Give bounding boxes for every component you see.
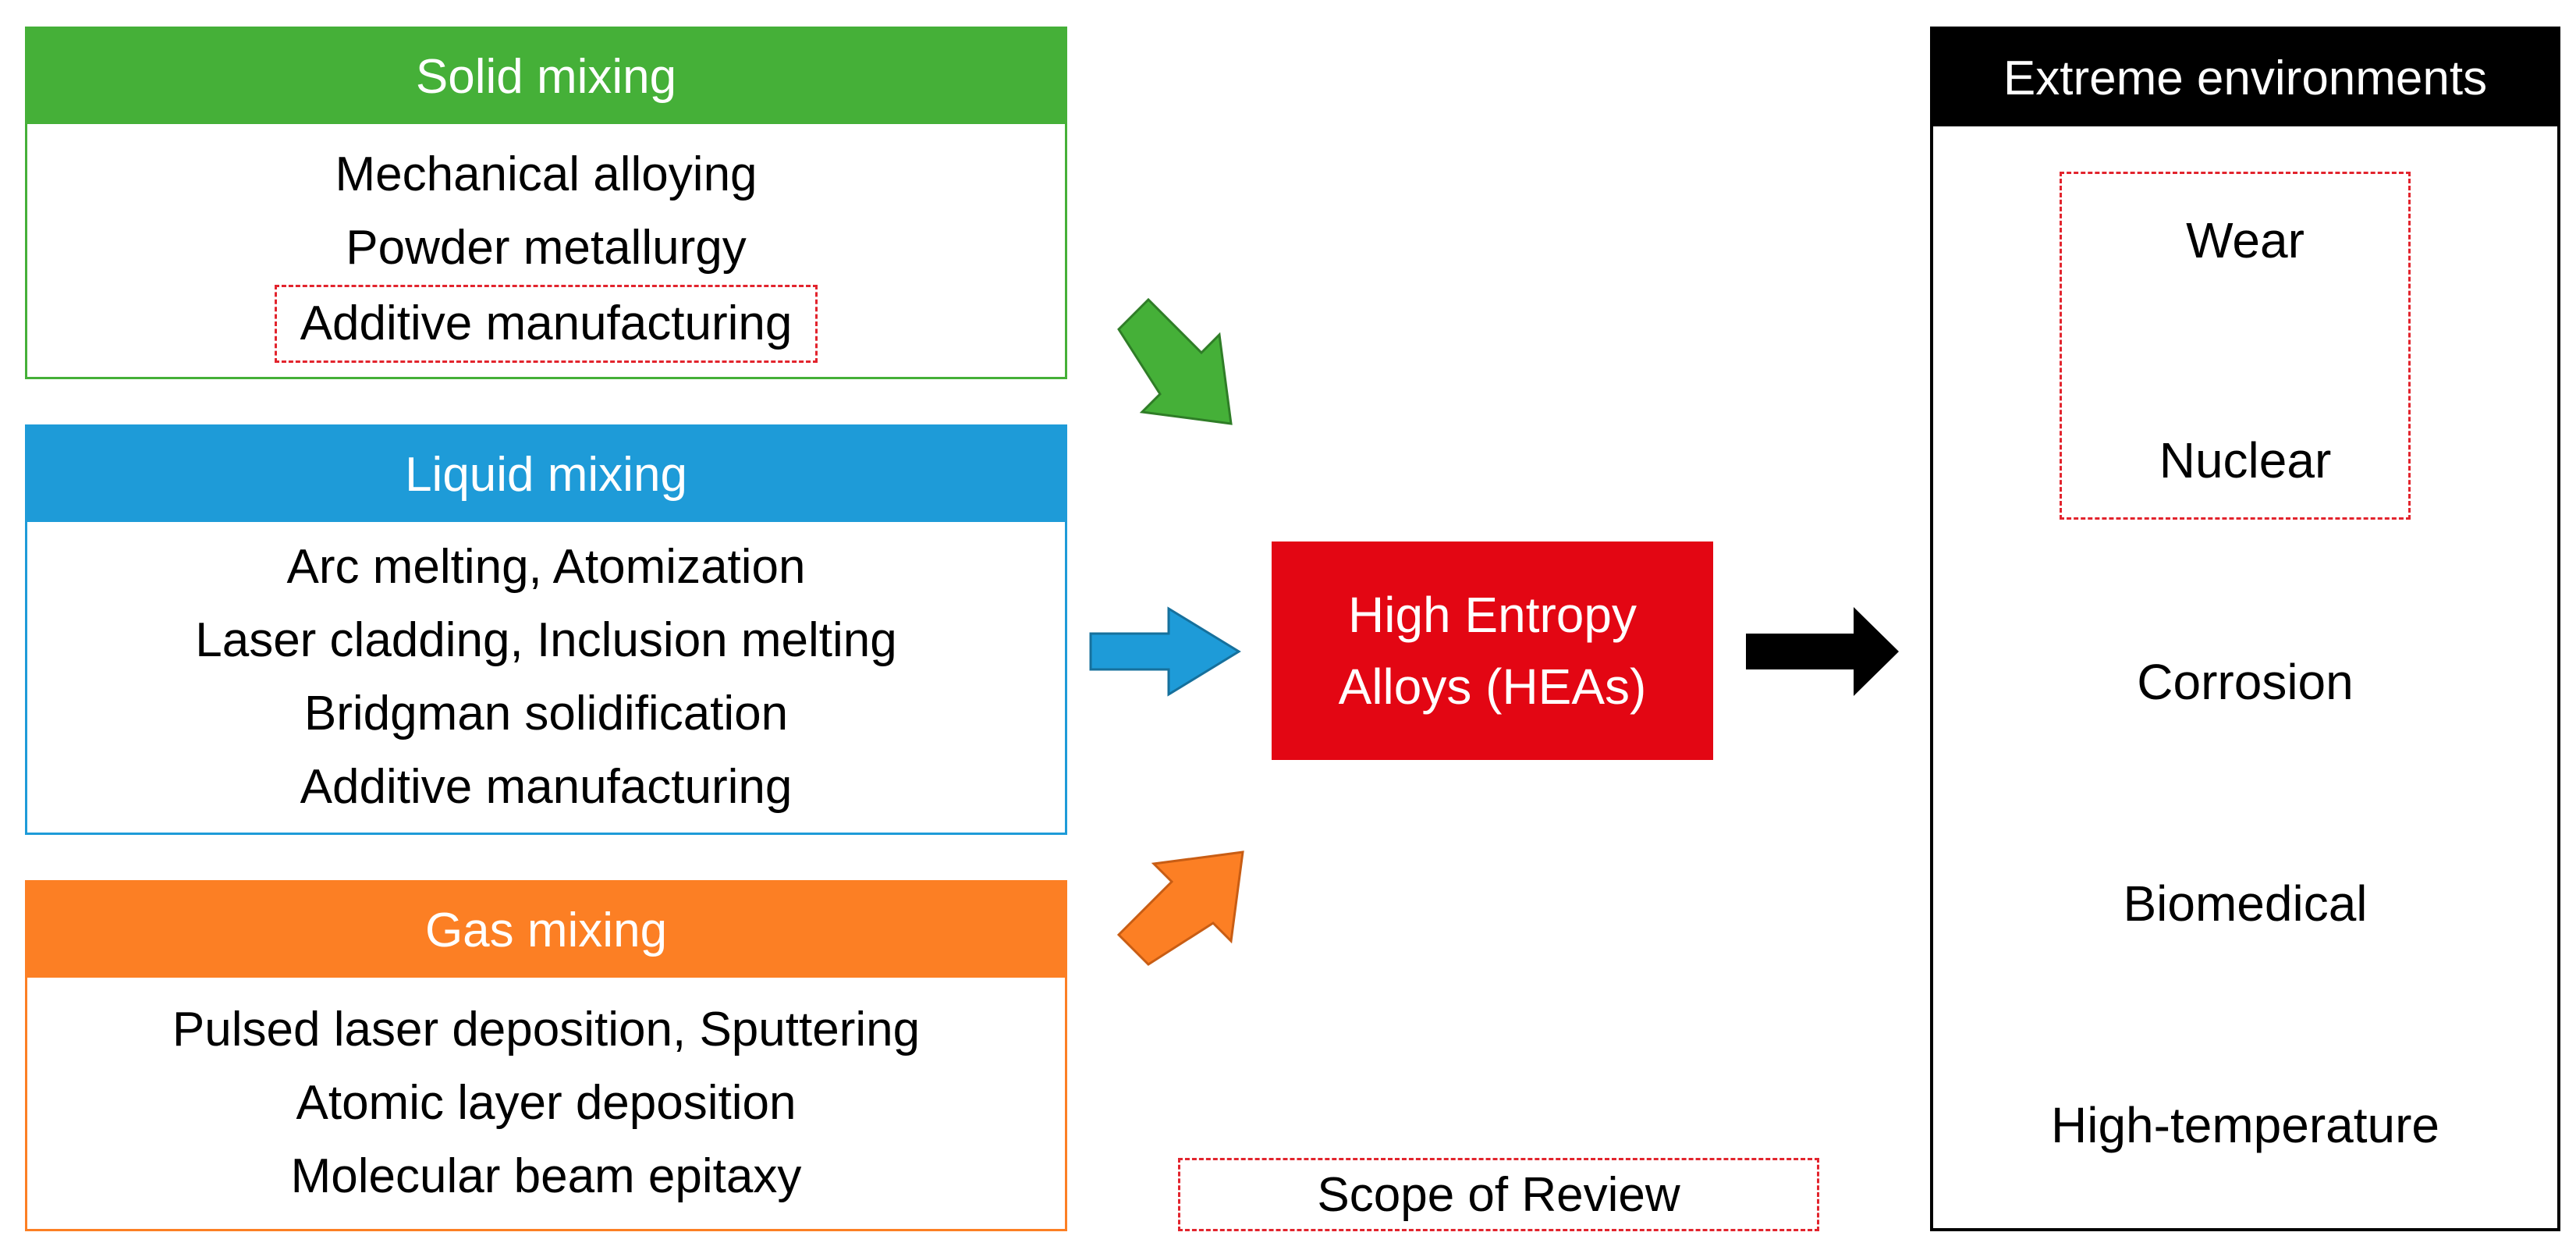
solid-mixing-list: Mechanical alloying Powder metallurgy Ad… — [27, 124, 1065, 377]
extreme-environments-header: Extreme environments — [1933, 30, 2557, 126]
solid-mixing-box: Solid mixing Mechanical alloying Powder … — [25, 27, 1067, 379]
gas-item: Atomic layer deposition — [296, 1076, 797, 1130]
scope-highlight-frame — [2060, 172, 2411, 520]
gas-mixing-list: Pulsed laser deposition, Sputtering Atom… — [27, 978, 1065, 1229]
hea-label-line2: Alloys (HEAs) — [1338, 659, 1647, 715]
env-item-corrosion: Corrosion — [2137, 654, 2354, 710]
gas-mixing-box: Gas mixing Pulsed laser deposition, Sput… — [25, 880, 1067, 1231]
liquid-mixing-header: Liquid mixing — [27, 427, 1065, 522]
gas-mixing-header: Gas mixing — [27, 882, 1065, 978]
solid-to-hea-arrow-icon — [1117, 297, 1233, 425]
hea-label-line1: High Entropy — [1348, 587, 1637, 643]
liquid-to-hea-arrow-icon — [1089, 606, 1241, 697]
env-item-biomedical: Biomedical — [2123, 875, 2368, 932]
solid-item-in-scope: Additive manufacturing — [274, 285, 818, 363]
scope-of-review-legend: Scope of Review — [1178, 1158, 1819, 1231]
extreme-environments-box: Extreme environments Wear Nuclear Corros… — [1930, 27, 2560, 1231]
gas-item: Pulsed laser deposition, Sputtering — [172, 1003, 921, 1056]
liquid-item: Laser cladding, Inclusion melting — [195, 613, 897, 667]
hea-to-extreme-arrow-icon — [1746, 607, 1899, 696]
env-item-high-temperature: High-temperature — [2051, 1097, 2439, 1153]
solid-mixing-header: Solid mixing — [27, 29, 1065, 124]
liquid-item: Bridgman solidification — [303, 687, 789, 740]
liquid-item: Additive manufacturing — [300, 760, 793, 814]
hea-box: High Entropy Alloys (HEAs) — [1272, 542, 1713, 760]
gas-item: Molecular beam epitaxy — [290, 1149, 802, 1203]
liquid-mixing-list: Arc melting, Atomization Laser cladding,… — [27, 522, 1065, 833]
solid-item: Mechanical alloying — [335, 147, 758, 201]
liquid-mixing-box: Liquid mixing Arc melting, Atomization L… — [25, 424, 1067, 835]
env-item-nuclear: Nuclear — [2159, 432, 2332, 488]
gas-to-hea-arrow-icon — [1116, 850, 1244, 966]
env-item-wear: Wear — [2186, 212, 2305, 268]
solid-item: Powder metallurgy — [346, 221, 747, 275]
liquid-item: Arc melting, Atomization — [286, 540, 806, 594]
